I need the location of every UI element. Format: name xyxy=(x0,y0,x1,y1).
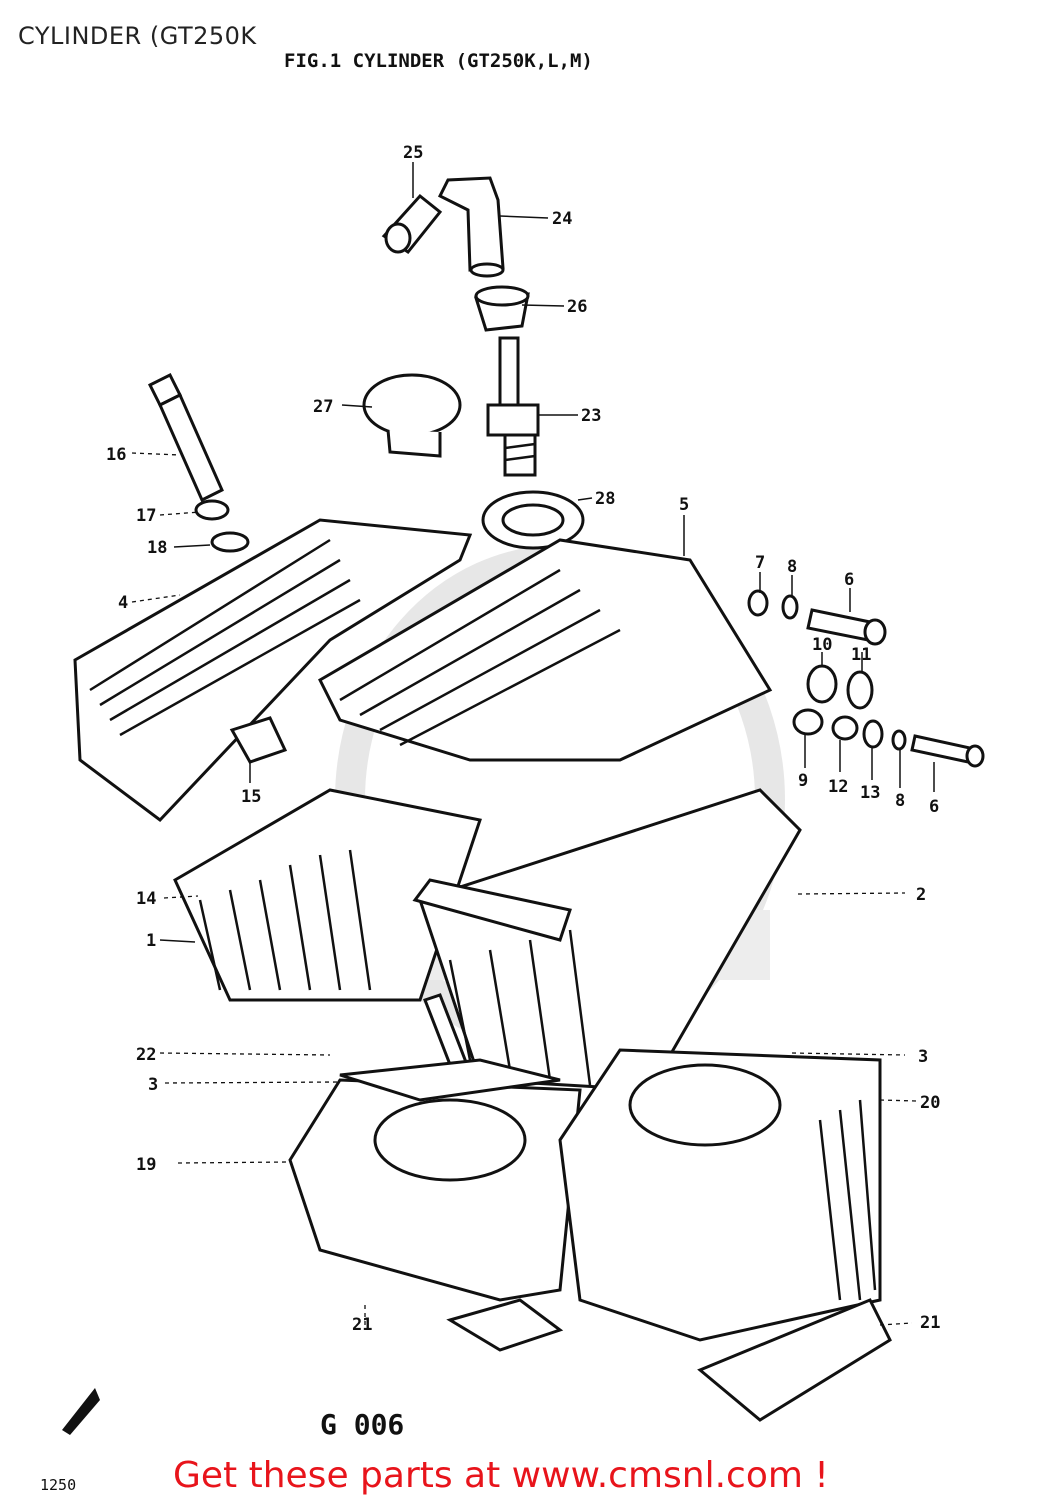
part-27-cap xyxy=(362,373,462,458)
callout-5: 5 xyxy=(679,495,689,515)
callout-23: 23 xyxy=(581,406,601,426)
part-15-block xyxy=(229,716,288,764)
callout-6: 6 xyxy=(844,570,854,590)
part-18-washer xyxy=(210,531,250,553)
part-21-gasket-right xyxy=(697,1298,892,1422)
callout-4: 4 xyxy=(118,593,128,613)
part-6-bolt-lower xyxy=(910,734,985,768)
part-7-washer xyxy=(747,589,769,617)
callout-9: 9 xyxy=(798,771,808,791)
part-8-washer xyxy=(781,594,799,620)
part-2-cylinder-right xyxy=(418,788,802,1092)
callout-10: 10 xyxy=(812,635,832,655)
front-arrow-icon xyxy=(62,1388,100,1435)
part-16-bolt xyxy=(147,372,224,503)
callout-19: 19 xyxy=(136,1155,156,1175)
part-23-spark-plug xyxy=(486,336,540,477)
callout-2: 2 xyxy=(916,885,926,905)
leader-lines xyxy=(131,162,935,1326)
callout-28: 28 xyxy=(595,489,615,509)
part-13-washer xyxy=(862,719,884,749)
part-6-bolt xyxy=(806,608,887,646)
callout-15: 15 xyxy=(241,787,261,807)
part-20-cylinder-block xyxy=(558,1048,882,1342)
callout-1: 1 xyxy=(146,931,156,951)
part-3-gasket xyxy=(339,1058,561,1102)
figure-title: FIG.1 CYLINDER (GT250K,L,M) xyxy=(284,50,593,72)
callout-21b: 21 xyxy=(920,1313,940,1333)
callout-26: 26 xyxy=(567,297,587,317)
part-8-washer-lower xyxy=(891,729,907,751)
callout-14: 14 xyxy=(136,889,156,909)
callout-7: 7 xyxy=(755,553,765,573)
diagram-code: G 006 xyxy=(320,1408,405,1441)
callout-24: 24 xyxy=(552,209,572,229)
callout-18: 18 xyxy=(147,538,167,558)
part-10-collar xyxy=(806,664,838,704)
page-title: CYLINDER (GT250K xyxy=(18,22,257,50)
part-9-collar xyxy=(792,708,824,736)
part-19-cylinder-block xyxy=(288,1078,582,1302)
callout-3a: 3 xyxy=(148,1075,158,1095)
footer-link-text[interactable]: Get these parts at www.cmsnl.com ! xyxy=(173,1455,829,1496)
part-26-seal xyxy=(474,285,530,332)
part-21-gasket-left xyxy=(446,1298,564,1352)
page-reference: 1250 xyxy=(40,1476,77,1494)
callout-6b: 6 xyxy=(929,797,939,817)
callout-3b: 3 xyxy=(918,1047,928,1067)
part-25-cap xyxy=(381,193,443,255)
callout-8: 8 xyxy=(787,557,797,577)
callout-16: 16 xyxy=(106,445,126,465)
callout-20: 20 xyxy=(920,1093,940,1113)
callout-13: 13 xyxy=(860,783,880,803)
part-4-cylinder-head-left xyxy=(73,518,473,823)
part-17-washer xyxy=(194,499,230,521)
callout-21a: 21 xyxy=(352,1315,372,1335)
callout-25: 25 xyxy=(403,143,423,163)
part-14-insulator xyxy=(412,878,572,942)
callout-27: 27 xyxy=(313,397,333,417)
callout-11: 11 xyxy=(851,645,871,665)
part-12-spacer xyxy=(831,715,859,741)
part-24-plug-cap xyxy=(437,176,505,278)
callout-12: 12 xyxy=(828,777,848,797)
callout-22: 22 xyxy=(136,1045,156,1065)
callout-17: 17 xyxy=(136,506,156,526)
part-5-cylinder-head-right xyxy=(318,538,773,762)
part-28-gasket xyxy=(481,490,585,550)
callout-8b: 8 xyxy=(895,791,905,811)
part-11-seal xyxy=(846,670,874,710)
